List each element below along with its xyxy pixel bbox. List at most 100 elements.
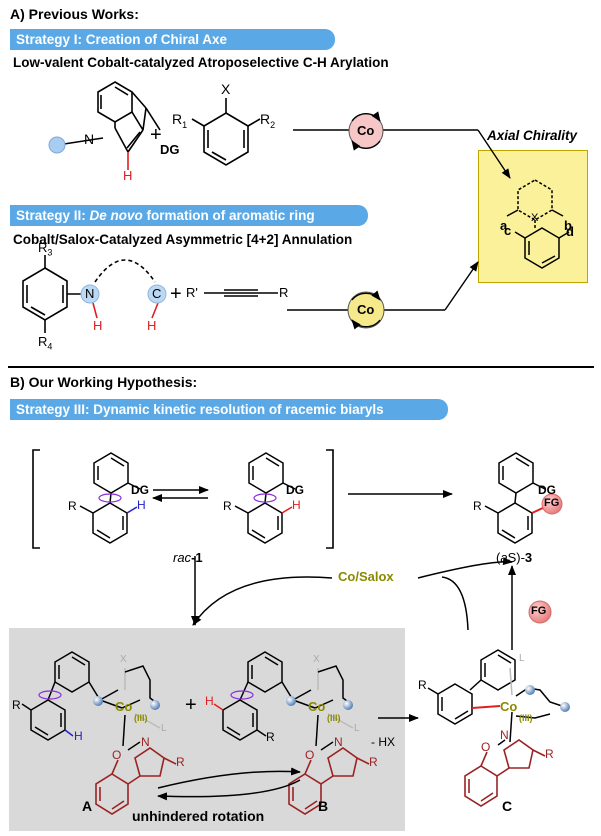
complex-c-co-label: Co [500,699,518,714]
complex-a-o-label: O [112,748,122,762]
biaryl-1-r-label: R [68,499,77,513]
complex-c-n-label: N [500,728,509,742]
product-close: )- [516,550,525,565]
aryl-r1-label: R1 [172,111,187,130]
section-b-title: B) Our Working Hypothesis: [10,374,198,390]
product-fg-label: FG [544,497,560,509]
alkyne-r-prime-label: R' [186,285,198,300]
right-bracket [326,449,334,549]
indole-structure [63,81,161,170]
section-divider [8,366,594,368]
product-r-label: R [473,499,482,513]
axial-biaryl-structure [506,179,570,269]
complex-a-ball-2 [150,700,160,710]
complex-b-ligand [288,747,370,815]
left-bracket [32,449,40,549]
aryl-r1-sub: 1 [182,119,188,130]
complex-c-ball-2 [560,702,570,712]
complex-c-name: C [502,798,513,814]
plus-sign-3: + [185,694,197,716]
axial-chirality-box [478,150,588,283]
complex-c-ball-1 [525,685,535,695]
indole-n-substituent-ball [48,136,66,154]
rac-1-label: rac-1 [173,550,203,565]
aniline-r3-letter: R [38,240,48,255]
aniline-r4-letter: R [38,334,48,349]
complex-a-ball-1 [93,696,103,706]
complex-c-r-label: R [418,678,427,692]
aniline-r3-sub: 3 [47,247,53,258]
strategy-2-suffix: formation of aromatic ring [142,208,315,223]
complex-b-o-label: O [305,748,315,762]
indole-n-label: N [84,131,95,147]
aniline-r4-sub: 4 [47,341,53,352]
aniline-n-label: N [85,286,95,301]
rac-suffix: -1 [191,550,203,565]
alkyne-r-label: R [279,285,289,300]
complex-a-ox-label: (III) [134,713,148,723]
chirality-c-label: c [504,223,512,238]
complex-a-name: A [82,798,93,814]
product-biaryl [484,452,546,544]
fg-reagent-ball [528,600,552,624]
complex-a-co-label: Co [115,699,133,714]
biaryl-1-h-label: H [137,498,146,512]
biaryl-2-dg-label: DG [286,483,304,497]
complex-a [21,651,161,747]
complex-b-l-label: L [354,723,360,734]
complex-b-ball-1 [286,696,296,706]
section-a-title: A) Previous Works: [10,6,139,22]
chirality-x-label: X [531,212,539,224]
chirality-d-label: d [566,224,574,239]
biaryl-enantiomer-2 [234,452,296,544]
complex-b-n-label: N [334,735,343,749]
co-salox-label: Co/Salox [338,569,394,584]
complex-a-h-label: H [74,729,83,743]
product-open: ( [496,550,501,565]
chirality-a-label: a [500,218,508,233]
product-3-label: (aS)-3 [496,550,532,565]
complex-b-ligand-r-label: R [369,755,378,769]
complex-a-n-label: N [141,735,150,749]
aryl-r1-letter: R [172,111,183,127]
complex-b-r-label: R [266,730,275,744]
strategy-2-subtitle: Cobalt/Salox-Catalyzed Asymmetric [4+2] … [13,232,353,247]
complex-a-r-label: R [12,698,21,712]
plus-sign-2: + [170,283,182,305]
product-num: 3 [524,550,533,565]
aniline-c-ball [147,284,167,304]
alkyne-structure [204,289,278,297]
fg-reagent-label: FG [531,605,547,617]
strategy-2-prefix: Strategy II: [16,208,90,223]
product-mid: S [507,550,517,565]
co-label-1: Co [357,123,375,138]
plus-sign-1: + [150,124,162,146]
minus-hx-label: - HX [371,735,395,749]
complex-a-l-label: L [161,723,167,734]
complex-b-ball-2 [343,700,353,710]
biaryl-2-r-label: R [223,499,232,513]
complex-a-x-label: X [120,654,127,665]
complex-c-ligand [464,739,546,807]
aryl-halide-structure [191,98,261,166]
indole-dg-label: DG [160,142,180,157]
co-catalyst-badge-2 [347,291,385,329]
complex-c-o-label: O [481,740,491,754]
complex-b [213,651,354,747]
complex-b-ox-label: (III) [327,713,341,723]
product-fg-ball [541,493,563,515]
aryl-r2-label: R2 [260,111,275,130]
complex-b-x-label: X [313,654,320,665]
indole-h-label: H [123,168,133,183]
axial-chirality-label: Axial Chirality [487,128,578,143]
strategy-2-italic: De novo [89,208,143,223]
aryl-r2-sub: 2 [270,119,276,130]
biaryl-1-dg-label: DG [131,483,149,497]
unhindered-rotation-label: unhindered rotation [132,808,265,824]
biaryl-enantiomer-1 [79,452,141,544]
aniline-n-ball [80,284,100,304]
product-italic: a [500,550,508,565]
aniline-c-label: C [152,286,162,301]
complex-b-name: B [318,798,329,814]
